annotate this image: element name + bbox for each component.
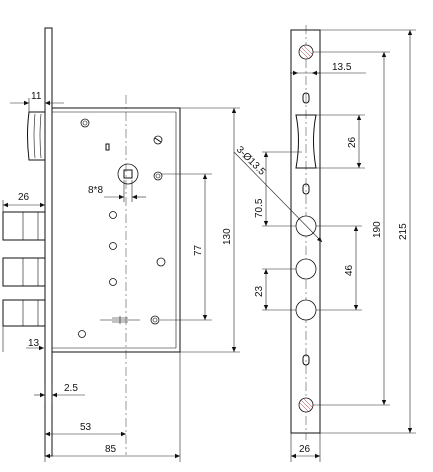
dim-11: 11 [31, 91, 42, 102]
dim-3xd13-5: 3-Ø13.5 [234, 144, 268, 178]
dim-215: 215 [398, 223, 409, 240]
dim-13: 13 [28, 338, 40, 349]
dim-2-5: 2.5 [64, 383, 78, 394]
lock-body-front-view [2, 27, 181, 457]
left-dimensions: 11 26 8*8 77 130 13 2.5 5 [2, 91, 240, 462]
dim-26-width: 26 [299, 444, 311, 455]
dim-26-latch: 26 [347, 136, 358, 148]
case-features [78, 118, 166, 338]
dim-8x8: 8*8 [88, 185, 103, 196]
mounting-hole-top [298, 44, 314, 60]
bolt-hole-3 [295, 299, 317, 321]
dim-26-bolt: 26 [18, 192, 30, 203]
dead-bolts [2, 211, 46, 327]
dim-23: 23 [254, 285, 265, 297]
faceplate [44, 27, 53, 457]
latch-bolt [27, 111, 45, 161]
dim-46: 46 [344, 264, 355, 276]
keyhole-cylinder-slot [100, 316, 140, 324]
mounting-hole-bottom [298, 397, 314, 413]
dim-13-5: 13.5 [332, 62, 352, 73]
follower-hub [117, 163, 139, 185]
faceplate-outline [290, 29, 321, 434]
dim-130: 130 [222, 228, 233, 245]
right-dimensions: 13.5 26 3-Ø13.5 70.5 23 46 190 215 [233, 29, 416, 462]
dim-70-5: 70.5 [254, 198, 265, 218]
dim-85: 85 [105, 444, 117, 455]
faceplate-side-view [290, 25, 321, 440]
lock-case [51, 107, 181, 353]
follower-square [123, 169, 133, 179]
bolt-hole-2 [295, 258, 317, 280]
dim-53: 53 [80, 422, 92, 433]
dim-190: 190 [372, 221, 383, 238]
dim-77: 77 [193, 244, 204, 256]
